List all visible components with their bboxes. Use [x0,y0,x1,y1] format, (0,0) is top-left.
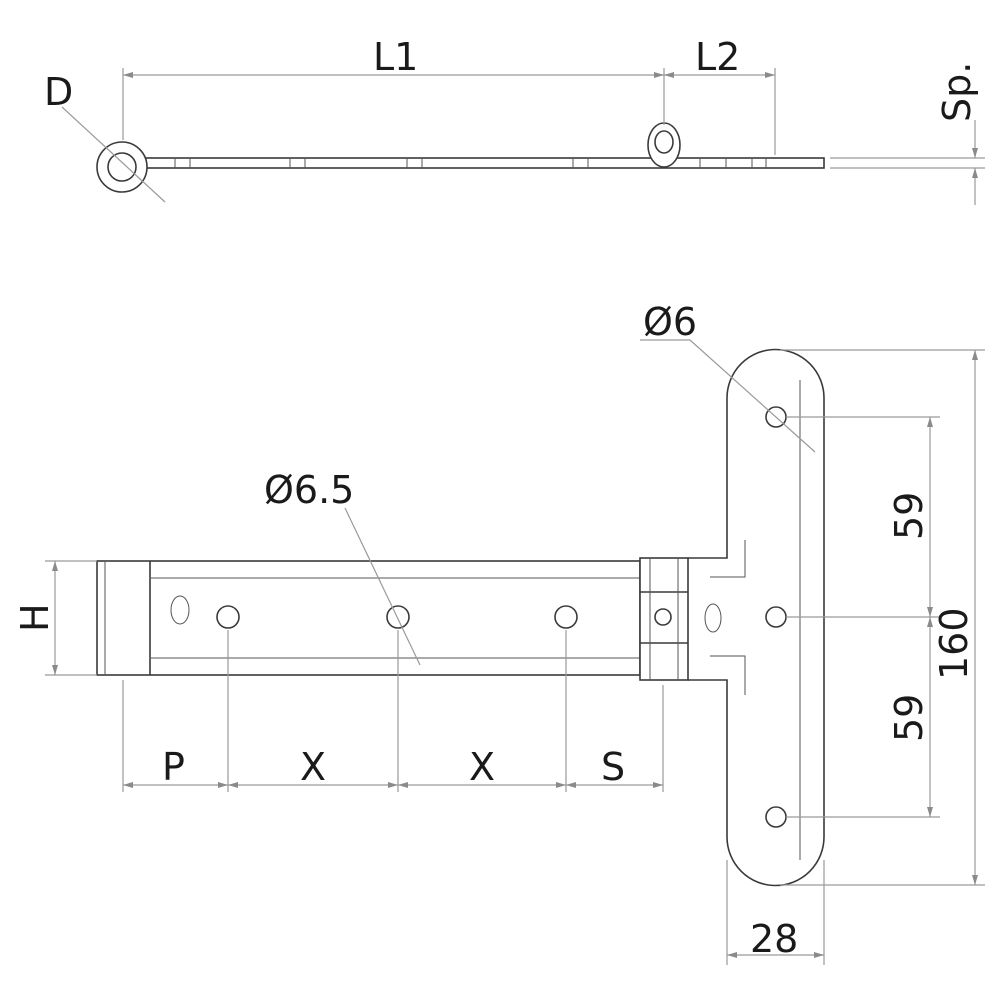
label-l1: L1 [373,35,418,79]
left-eye-inner [107,152,137,182]
strap-side-profile [139,157,825,169]
strap-hole [216,605,240,629]
leader-strap-hole [344,507,421,666]
top-view: L1 L2 D Sp. [44,35,985,205]
label-sp: Sp. [935,62,979,122]
label-height: 160 [932,607,976,680]
label-p: P [162,745,185,789]
leader-plate-hole [640,339,816,453]
plate-hole [765,606,787,628]
pin-hole [654,608,672,626]
knuckle [639,557,689,681]
left-eye-outer [96,141,148,193]
label-l2: L2 [695,35,740,79]
label-spacing-lower: 59 [887,694,931,742]
strap-hole [386,605,410,629]
label-plate-hole: Ø6 [643,300,697,344]
plate-hole [765,806,787,828]
dimension-d-leader [61,106,166,203]
label-x1: X [300,745,326,789]
knuckle-inner [654,130,674,154]
label-s: S [601,745,625,789]
logo-icon [704,603,722,633]
knuckle-outer [647,122,681,168]
label-d: D [44,70,73,114]
front-view: 59 59 160 28 H P X X S Ø6.5 Ø6 [13,300,985,965]
label-spacing-upper: 59 [887,492,931,540]
label-width: 28 [750,917,798,961]
label-x2: X [469,745,495,789]
label-strap-hole: Ø6.5 [264,468,354,512]
logo-icon [170,595,190,625]
strap-hole [554,605,578,629]
label-h: H [13,603,57,632]
